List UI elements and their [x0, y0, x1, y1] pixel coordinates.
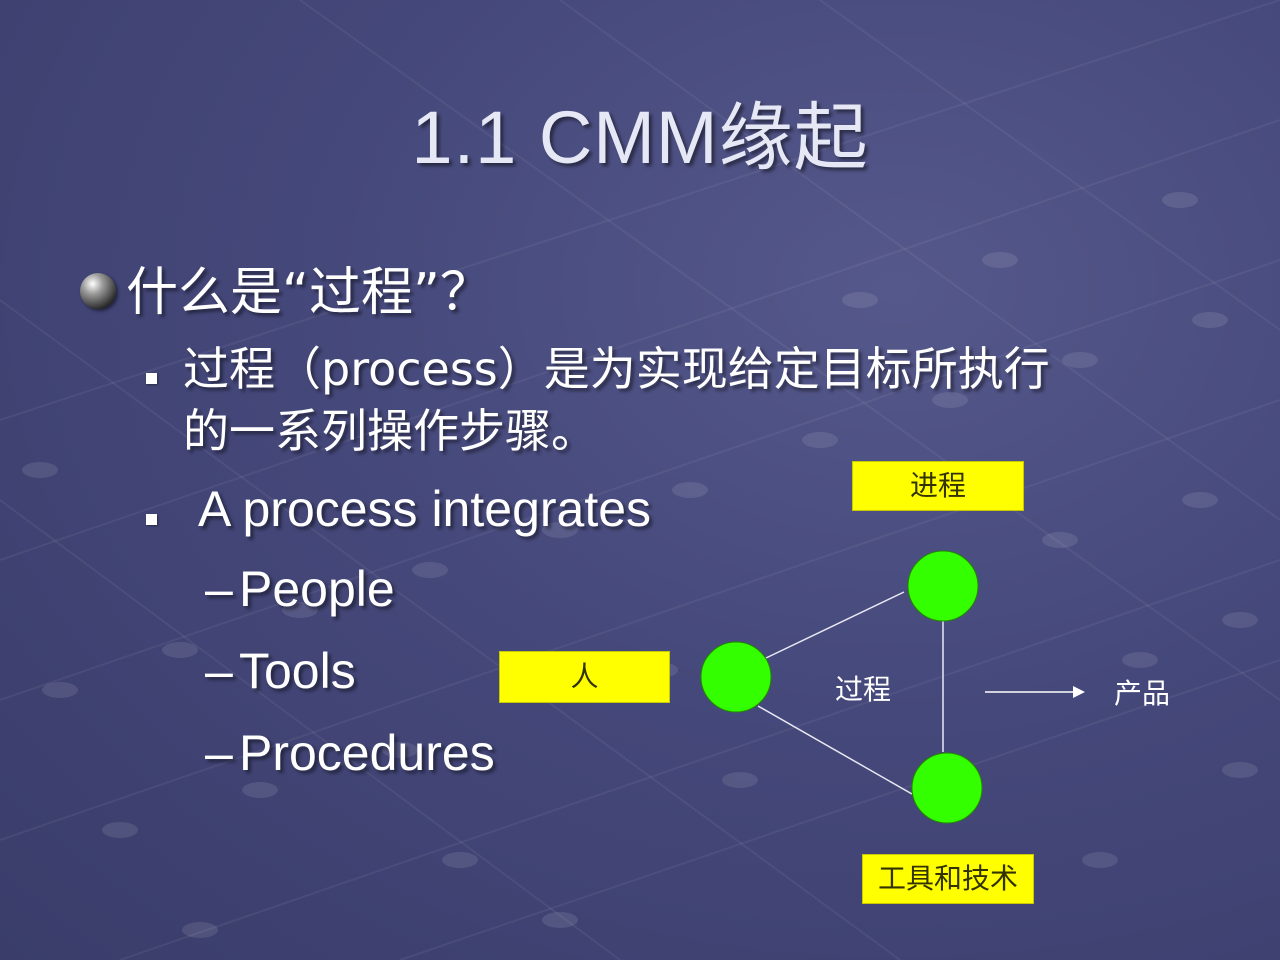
square-bullet-icon: [146, 514, 157, 525]
item-label: People: [239, 561, 395, 617]
list-item-people: –People: [205, 560, 395, 618]
question-text: 什么是“过程”？: [126, 263, 492, 323]
label-process: 过程: [835, 673, 892, 706]
list-item-tools: –Tools: [205, 642, 356, 700]
definition-line-1: 过程（process）是为实现给定目标所执行: [183, 342, 1050, 396]
arrow-head-icon: [1073, 686, 1085, 698]
definition-text: 过程（process）是为实现给定目标所执行 的一系列操作步骤。: [183, 338, 1050, 462]
integrates-text: A process integrates: [198, 481, 652, 537]
dash-bullet: –: [205, 725, 233, 781]
node-process: [907, 550, 979, 622]
square-bullet-icon: [146, 373, 157, 384]
node-people: [700, 641, 772, 713]
label-product: 产品: [1114, 677, 1171, 710]
edge-people-process: [765, 591, 905, 659]
list-item-procedures: –Procedures: [205, 724, 495, 782]
sphere-bullet-icon: [80, 272, 116, 309]
edge-people-tools: [757, 705, 913, 795]
definition-line-2: 的一系列操作步骤。: [183, 404, 597, 458]
dash-bullet: –: [205, 561, 233, 617]
label-box-process-node: 进程: [852, 461, 1024, 511]
slide-title: 1.1 CMM缘起: [411, 96, 869, 179]
label-box-people: 人: [499, 651, 670, 703]
label-box-tools-tech: 工具和技术: [862, 854, 1034, 904]
node-tools: [911, 752, 983, 824]
dash-bullet: –: [205, 643, 233, 699]
item-label: Procedures: [239, 725, 495, 781]
bullet-level1: 什么是“过程”？: [80, 250, 492, 325]
item-label: Tools: [239, 643, 356, 699]
